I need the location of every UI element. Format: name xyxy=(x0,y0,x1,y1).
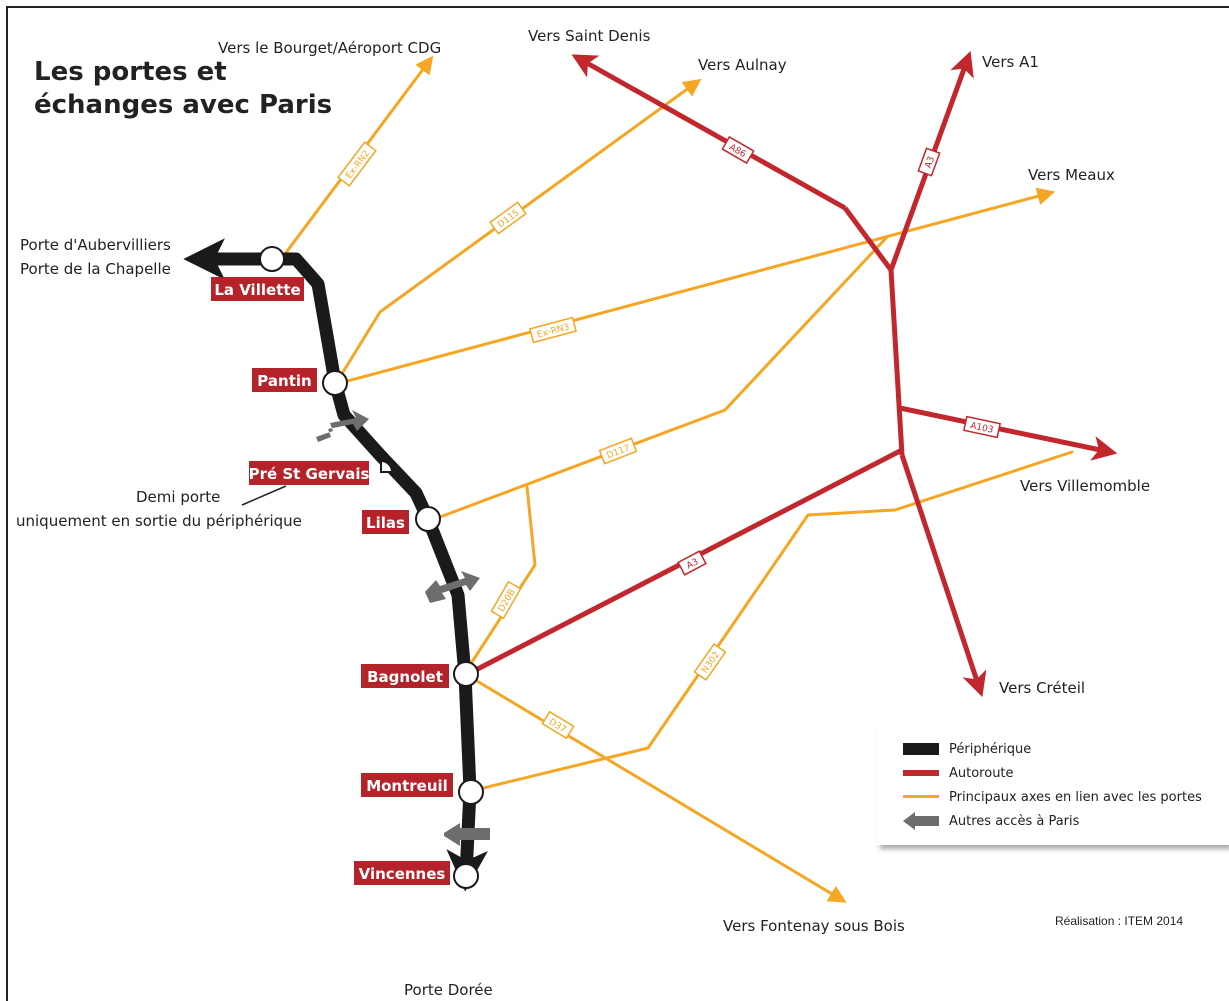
axis-d37 xyxy=(470,676,847,903)
map-title-line2: échanges avec Paris xyxy=(34,90,332,120)
road-tag-a3-north: A3 xyxy=(917,147,941,177)
credit-text: Réalisation : ITEM 2014 xyxy=(1055,914,1183,928)
dest-chapelle: Porte de la Chapelle xyxy=(20,260,171,278)
dest-saint-denis: Vers Saint Denis xyxy=(528,27,651,45)
road-tag-d37: D37 xyxy=(541,710,575,740)
porte-circle-pantin[interactable] xyxy=(322,370,348,396)
legend-swatch-axes xyxy=(903,787,939,807)
map-frame xyxy=(6,6,1229,1001)
legend-label-peripherique: Périphérique xyxy=(949,741,1032,757)
peripherique-north xyxy=(270,252,488,892)
svg-text:La Villette: La Villette xyxy=(214,281,300,299)
porte-circle-pre-st-gervais-half[interactable] xyxy=(380,459,394,473)
legend-swatch-autoroute xyxy=(903,763,939,783)
porte-circle-vincennes[interactable] xyxy=(453,863,479,889)
road-tag-a103: A103 xyxy=(963,415,1001,439)
demi-porte-leader-line xyxy=(241,485,287,506)
axis-d20b xyxy=(468,485,537,667)
autoroute-a86-link xyxy=(842,206,894,272)
svg-text:A103: A103 xyxy=(969,421,994,436)
legend-row-autres: Autres accès à Paris xyxy=(903,811,1079,831)
dest-a1: Vers A1 xyxy=(982,53,1039,71)
porte-label-bagnolet[interactable]: Bagnolet xyxy=(361,664,449,688)
legend-label-autoroute: Autoroute xyxy=(949,765,1014,781)
autres-acces-group xyxy=(316,410,490,846)
porte-label-lilas[interactable]: Lilas xyxy=(362,510,409,534)
road-tag-d117: D117 xyxy=(598,437,638,465)
autoroute-creteil xyxy=(899,454,987,698)
dest-meaux: Vers Meaux xyxy=(1028,166,1115,184)
map-title-line1: Les portes et xyxy=(34,57,227,87)
road-tag-d115: D115 xyxy=(489,201,527,235)
legend-swatch-autres-arrow-icon xyxy=(903,811,939,831)
legend-row-peripherique: Périphérique xyxy=(903,739,1031,759)
porte-circle-bagnolet[interactable] xyxy=(453,661,479,687)
road-tag-a3-south: A3 xyxy=(677,550,707,576)
porte-label-pre-st-gervais[interactable]: Pré St Gervais xyxy=(249,461,370,485)
svg-text:A3: A3 xyxy=(924,155,937,170)
svg-text:A3: A3 xyxy=(685,557,700,571)
autoroute-a103 xyxy=(899,405,1118,461)
svg-text:Vincennes: Vincennes xyxy=(359,865,446,883)
dest-fontenay: Vers Fontenay sous Bois xyxy=(723,917,905,935)
road-tag-ex-rn2: Ex-RN2 xyxy=(337,141,377,187)
road-tag-n302: N302 xyxy=(693,643,727,681)
dest-creteil: Vers Créteil xyxy=(999,679,1085,697)
axis-ex-rn3 xyxy=(338,187,1056,385)
demi-porte-line2: uniquement en sortie du périphérique xyxy=(16,512,302,530)
autres-acces-lilas-arrow xyxy=(425,571,480,603)
autoroute-a86 xyxy=(571,54,847,211)
legend-row-autoroute: Autoroute xyxy=(903,763,1014,783)
autoroute-spine xyxy=(888,269,905,456)
svg-text:Pantin: Pantin xyxy=(257,372,311,390)
autres-acces-pantin-arrow xyxy=(316,410,369,442)
svg-text:Montreuil: Montreuil xyxy=(366,777,448,795)
dest-porte-doree: Porte Dorée xyxy=(404,981,493,999)
dest-bourget: Vers le Bourget/Aéroport CDG xyxy=(218,39,441,57)
axis-d117 xyxy=(438,235,889,519)
porte-circle-lilas[interactable] xyxy=(415,506,441,532)
porte-label-vincennes[interactable]: Vincennes xyxy=(354,861,450,885)
porte-circle-montreuil[interactable] xyxy=(458,779,484,805)
dest-villemomble: Vers Villemomble xyxy=(1020,477,1150,495)
road-tag-a86: A86 xyxy=(721,135,755,165)
porte-label-pantin[interactable]: Pantin xyxy=(252,368,317,392)
dest-aubervilliers: Porte d'Aubervilliers xyxy=(20,236,171,254)
legend-label-axes: Principaux axes en lien avec les portes xyxy=(949,789,1202,805)
road-tag-d20b: D20B xyxy=(490,580,522,620)
map-legend: Périphérique Autoroute Principaux axes e… xyxy=(877,729,1229,845)
autres-acces-vincennes-arrow xyxy=(444,823,490,846)
svg-text:Pré St Gervais: Pré St Gervais xyxy=(249,465,370,483)
demi-porte-line1: Demi porte xyxy=(136,488,220,506)
svg-text:Lilas: Lilas xyxy=(366,514,405,532)
svg-text:Bagnolet: Bagnolet xyxy=(367,668,443,686)
legend-label-autres: Autres accès à Paris xyxy=(949,813,1080,829)
road-tag-ex-rn3: Ex-RN3 xyxy=(529,316,577,344)
legend-swatch-peripherique xyxy=(903,739,939,759)
porte-label-montreuil[interactable]: Montreuil xyxy=(361,773,453,797)
legend-row-axes: Principaux axes en lien avec les portes xyxy=(903,787,1202,807)
axis-n302 xyxy=(473,450,1074,792)
porte-circle-la-villette[interactable] xyxy=(259,246,285,272)
dest-aulnay: Vers Aulnay xyxy=(698,56,787,74)
axis-d115 xyxy=(338,78,702,379)
porte-label-la-villette[interactable]: La Villette xyxy=(211,277,304,301)
